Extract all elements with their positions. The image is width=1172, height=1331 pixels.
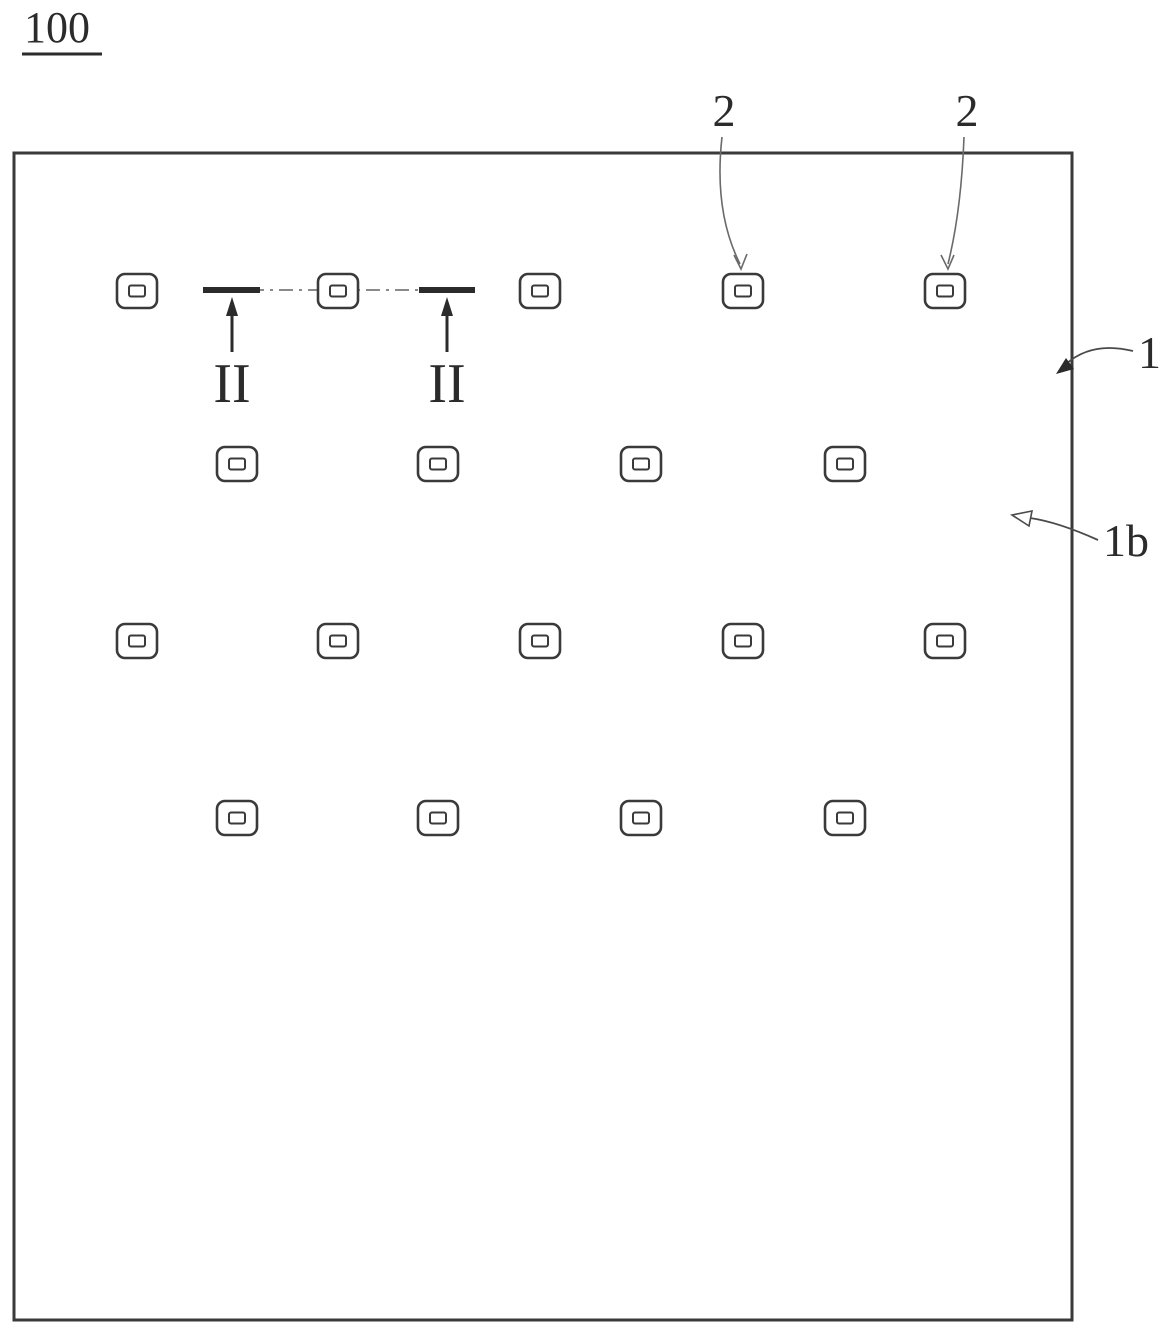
component-pad-inner bbox=[329, 284, 347, 298]
ref-label-2-left: 2 bbox=[713, 85, 736, 136]
component-pad-inner bbox=[128, 284, 146, 298]
component-pad-inner bbox=[228, 457, 246, 471]
ref-1-arrowhead-icon bbox=[1056, 358, 1074, 374]
section-arrow-left-head bbox=[226, 297, 238, 316]
ref-1b-arrowhead-icon bbox=[1009, 509, 1034, 528]
component-grid bbox=[115, 272, 967, 837]
component-pad-inner bbox=[936, 634, 954, 648]
component-pad-inner bbox=[836, 457, 854, 471]
component-pad-inner bbox=[429, 811, 447, 825]
component-pad-inner bbox=[531, 284, 549, 298]
section-label-left: II bbox=[213, 353, 250, 415]
ref-label-1b: 1b bbox=[1103, 515, 1149, 566]
ref-label-1: 1 bbox=[1138, 327, 1161, 378]
section-label-right: II bbox=[428, 353, 465, 415]
ref-2-right-arrowhead-icon bbox=[940, 254, 955, 271]
component-pad-inner bbox=[128, 634, 146, 648]
section-arrow-right-head bbox=[441, 297, 453, 316]
figure-number: 100 bbox=[24, 3, 90, 52]
section-line-group: II II bbox=[203, 287, 475, 415]
substrate-outline bbox=[12, 151, 1074, 1322]
ref-2-right-group: 2 bbox=[940, 85, 979, 271]
component-pad-inner bbox=[429, 457, 447, 471]
ref-label-2-right: 2 bbox=[956, 85, 979, 136]
component-pad-inner bbox=[836, 811, 854, 825]
component-pad-inner bbox=[734, 634, 752, 648]
component-pad-inner bbox=[531, 634, 549, 648]
ref-2-left-group: 2 bbox=[713, 85, 748, 271]
component-pad-inner bbox=[228, 811, 246, 825]
ref-2-right-leader bbox=[947, 136, 965, 265]
ref-1b-group: 1b bbox=[1009, 509, 1149, 566]
ref-2-left-leader bbox=[719, 136, 741, 265]
ref-1b-leader bbox=[1029, 517, 1099, 541]
ref-2-left-arrowhead-icon bbox=[733, 253, 748, 271]
component-pad-inner bbox=[632, 811, 650, 825]
component-pad-inner bbox=[632, 457, 650, 471]
ref-1-group: 1 bbox=[1056, 327, 1161, 378]
component-pad-inner bbox=[329, 634, 347, 648]
ref-1-leader bbox=[1065, 347, 1134, 365]
component-pad-inner bbox=[734, 284, 752, 298]
component-pad-inner bbox=[936, 284, 954, 298]
